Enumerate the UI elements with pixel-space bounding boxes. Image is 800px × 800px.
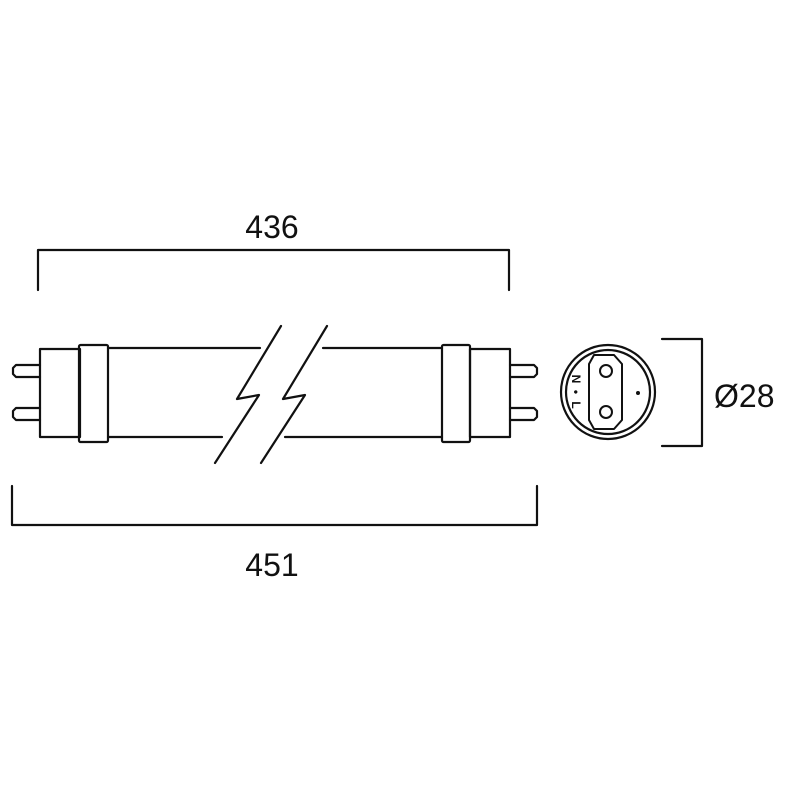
end-view-pin-labels: N • L [569,375,583,409]
end-view-dot-right [636,391,640,395]
right-pins [508,363,539,422]
neutral-label: N [569,375,583,384]
left-band [77,343,110,444]
pin-hole-top [599,364,613,378]
left-end-cap [38,347,82,439]
pin-dot-label: • [569,390,583,394]
pin-hole-bottom [599,405,613,419]
left-pins [11,363,42,422]
break-symbol [213,324,329,465]
right-band [440,343,472,444]
dimension-bracket-451 [10,484,539,527]
dimension-bracket-436 [36,248,511,292]
dimension-bracket-diameter [660,337,704,448]
overall-length-label: 451 [245,547,298,583]
tube-body-left [106,346,262,439]
inner-length-label: 436 [245,209,298,245]
diameter-label: Ø28 [714,378,774,414]
end-view [559,343,657,441]
tube-body-right [283,346,444,439]
right-end-cap [468,347,512,439]
live-label: L [569,401,583,408]
